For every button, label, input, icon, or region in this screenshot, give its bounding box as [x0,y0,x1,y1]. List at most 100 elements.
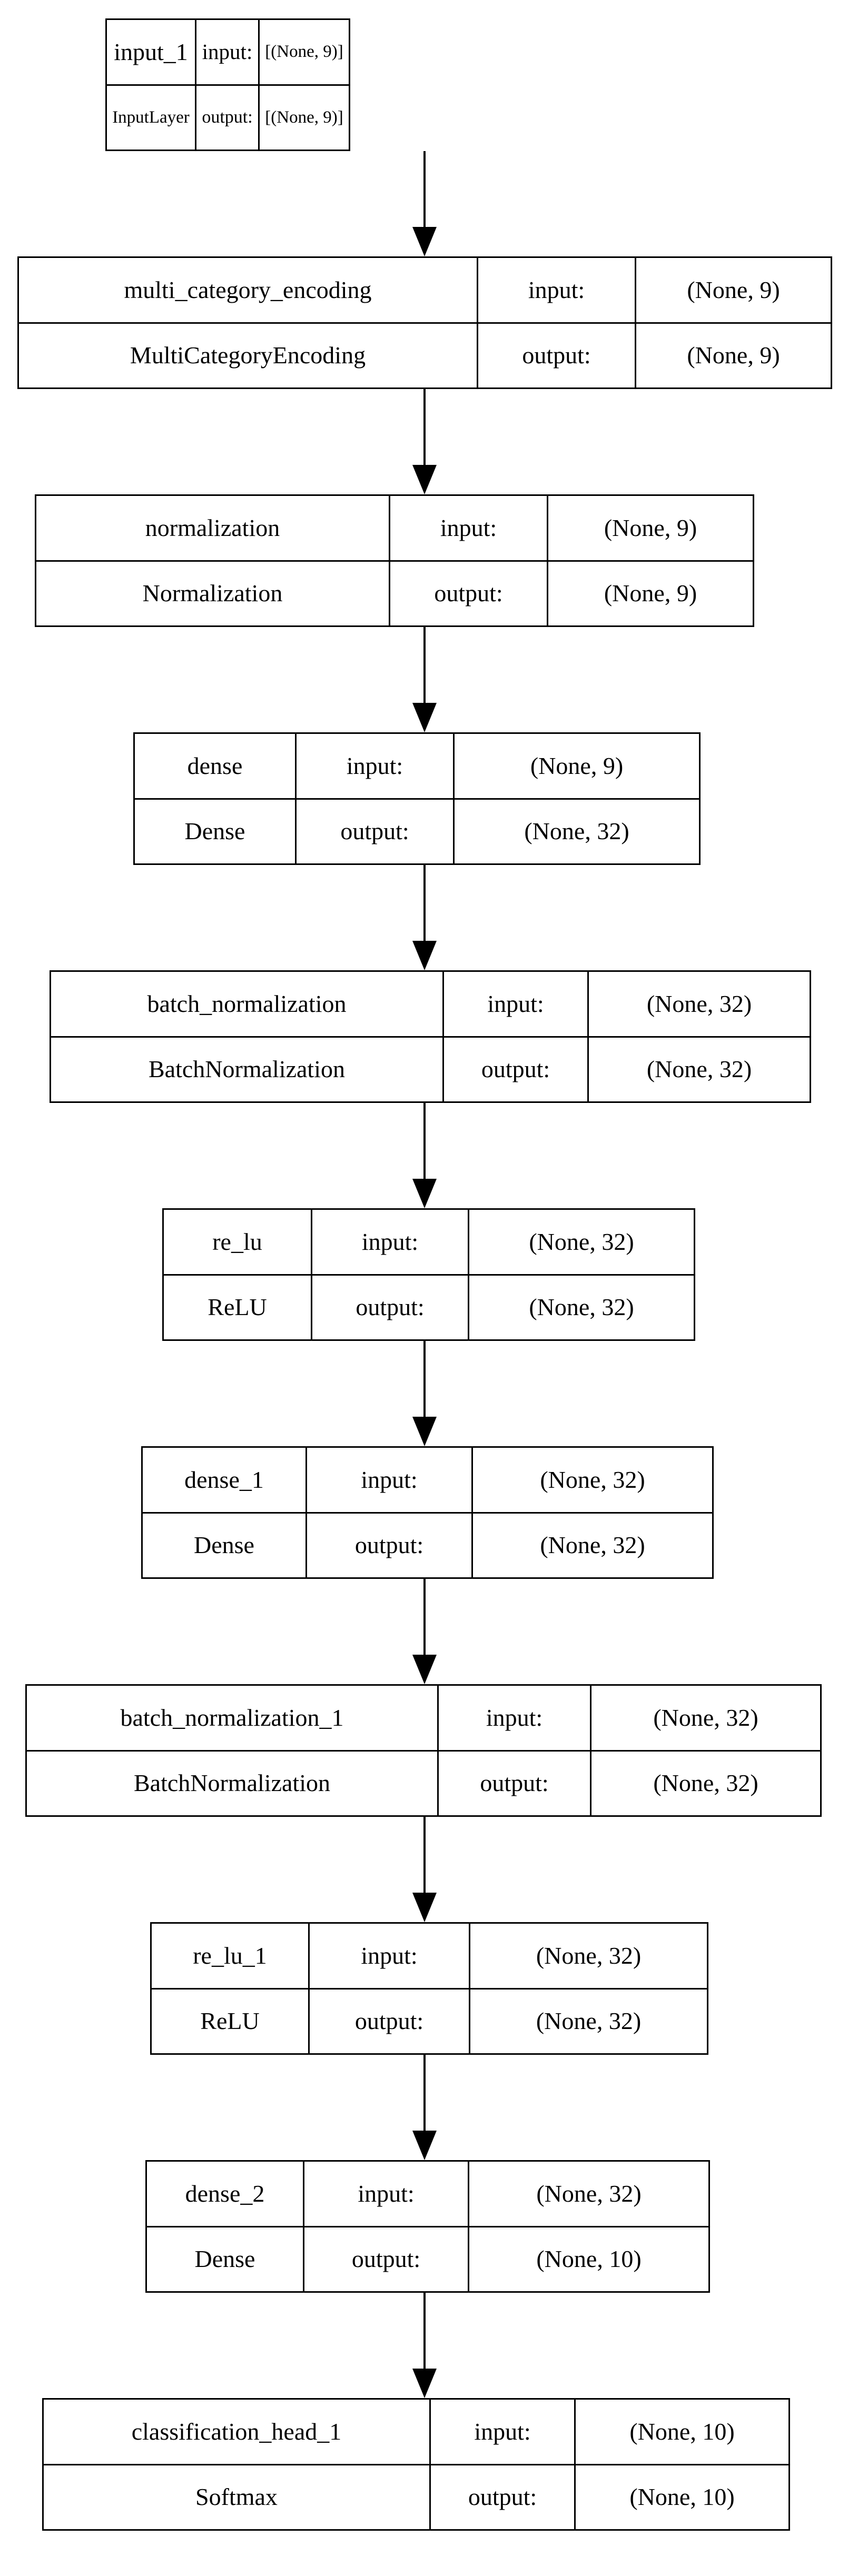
layer-class-name: ReLU [164,1275,312,1339]
output-shape: (None, 9) [604,580,697,607]
input-label: input: [307,1448,473,1512]
edge-arrowhead-icon [412,227,437,256]
input-shape: (None, 32) [653,1704,758,1731]
layer-class-name: Dense [143,1513,307,1577]
layer-name: input_1 [107,20,196,84]
layer-name: re_lu [164,1210,312,1274]
output-shape: (None, 32) [540,1531,645,1559]
edge-line [423,1817,426,1895]
edge-line [423,389,426,467]
input-shape: (None, 10) [629,2418,735,2445]
input-label: input: [444,972,589,1036]
input-shape: (None, 9) [604,514,697,541]
output-shape: (None, 32) [646,1056,752,1083]
edge-arrowhead-icon [412,2131,437,2160]
output-label: output: [196,85,260,150]
input-shape: [(None, 9)] [265,42,343,62]
edge-line [423,2055,426,2133]
layer-class-name: MultiCategoryEncoding [19,323,478,387]
input-shape: (None, 9) [687,276,780,303]
edge-arrowhead-icon [412,465,437,494]
output-label: output: [297,799,455,863]
edge-line [423,151,426,229]
input-label: input: [439,1686,591,1750]
layer-name: re_lu_1 [152,1924,310,1988]
output-shape: (None, 9) [687,342,780,369]
layer-name: dense_2 [147,2162,304,2226]
output-shape: (None, 32) [529,1294,634,1321]
output-shape: (None, 10) [536,2245,642,2273]
input-shape: (None, 32) [646,990,752,1017]
layer-name: classification_head_1 [44,2400,431,2464]
output-shape: (None, 32) [524,818,629,845]
layer-name: batch_normalization_1 [27,1686,439,1750]
output-label: output: [439,1751,591,1815]
edge-line [423,1341,426,1419]
output-shape: (None, 32) [653,1769,758,1797]
edge-line [423,1579,426,1657]
input-label: input: [304,2162,469,2226]
layer-class-name: BatchNormalization [27,1751,439,1815]
input-label: input: [390,496,548,560]
edge-arrowhead-icon [412,1179,437,1208]
edge-arrowhead-icon [412,1417,437,1446]
output-label: output: [307,1513,473,1577]
edge-line [423,1103,426,1181]
input-label: input: [196,20,260,84]
layer-name: dense [135,734,297,798]
output-label: output: [310,1989,470,2053]
input-label: input: [310,1924,470,1988]
input-label: input: [312,1210,469,1274]
edge-arrowhead-icon [412,1655,437,1684]
edge-line [423,865,426,943]
input-label: input: [297,734,455,798]
layer-class-name: Softmax [44,2465,431,2529]
output-shape: (None, 32) [536,2007,642,2035]
layer-name: multi_category_encoding [19,258,478,322]
edge-arrowhead-icon [412,2369,437,2398]
layer-class-name: Dense [147,2227,304,2291]
edge-line [423,627,426,705]
input-label: input: [478,258,636,322]
input-label: input: [431,2400,576,2464]
input-shape: (None, 32) [529,1228,634,1255]
input-shape: (None, 9) [530,752,624,779]
layer-class-name: InputLayer [107,85,196,150]
layer-name: batch_normalization [51,972,444,1036]
output-label: output: [304,2227,469,2291]
input-shape: (None, 32) [536,2180,642,2207]
